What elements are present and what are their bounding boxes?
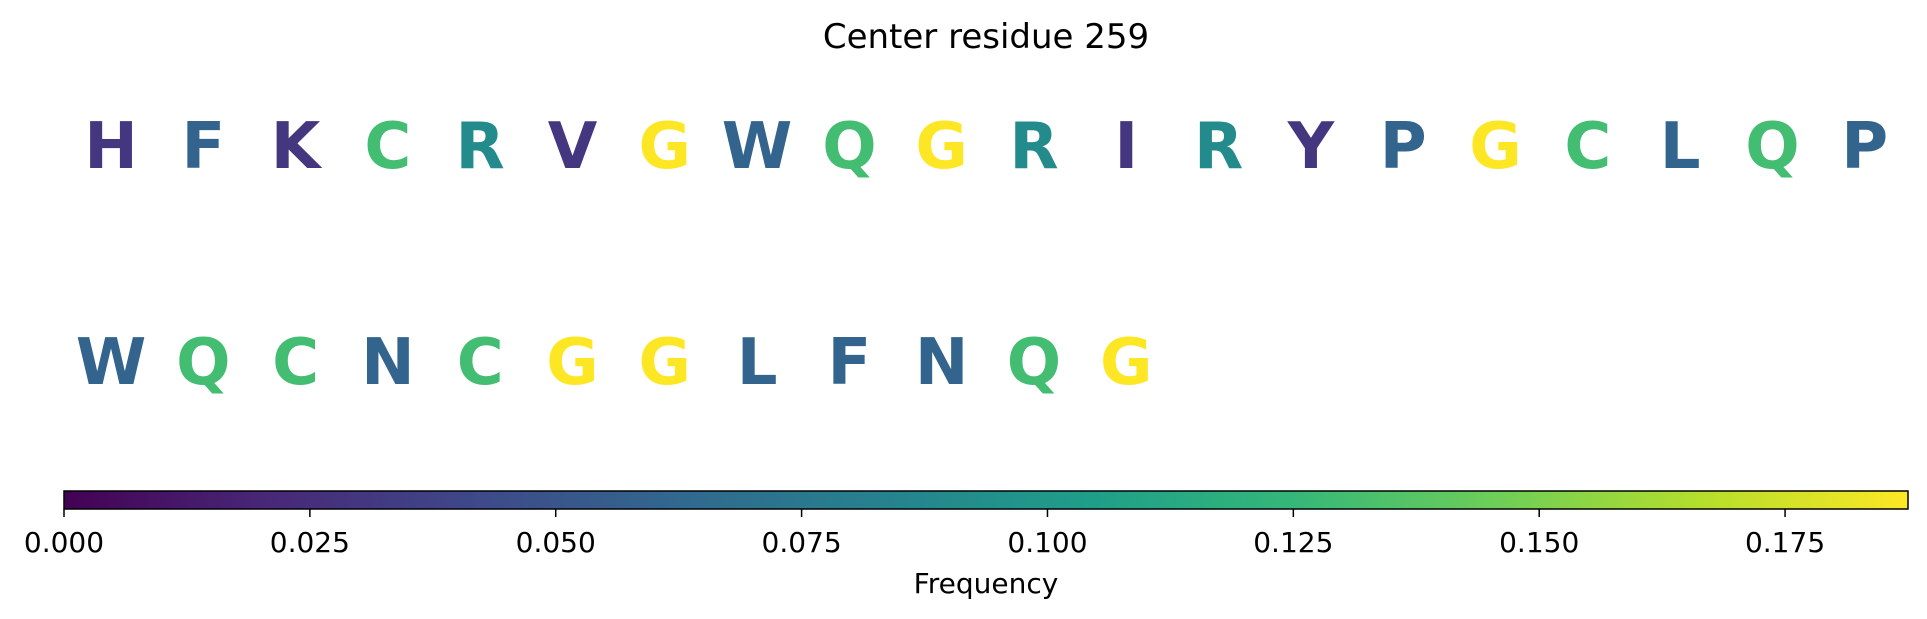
residue-letter: V — [548, 110, 598, 184]
residue-letter: L — [737, 326, 778, 400]
residue-letter: R — [1009, 110, 1058, 184]
residue-letter: Y — [1287, 110, 1335, 184]
colorbar: 0.000 0.025 0.050 0.075 0.100 0.125 0.150 0.175… — [24, 490, 1909, 600]
residue-letter: N — [915, 326, 969, 400]
colorbar-tick-label: 0.000 — [24, 526, 104, 559]
colorbar-ticks: 0.000 0.025 0.050 0.075 0.100 0.125 0.150 0.175 — [24, 509, 1825, 559]
residue-letter: I — [1114, 110, 1138, 184]
colorbar-tick-label: 0.025 — [270, 526, 350, 559]
residue-letter: G — [639, 110, 692, 184]
residue-letter: G — [639, 326, 692, 400]
colorbar-label: Frequency — [914, 567, 1059, 600]
residue-letter: K — [271, 110, 323, 184]
residue-letter: G — [1469, 110, 1522, 184]
residue-letter: H — [84, 110, 138, 184]
residue-letter: Q — [1745, 110, 1799, 184]
residue-letter: L — [1660, 110, 1701, 184]
colorbar-tick-label: 0.100 — [1007, 526, 1087, 559]
colorbar-gradient — [64, 491, 1908, 509]
residue-letter: G — [915, 110, 968, 184]
residue-letter: G — [1100, 326, 1153, 400]
residue-letter: N — [361, 326, 415, 400]
colorbar-tick-label: 0.075 — [762, 526, 842, 559]
chart-title: Center residue 259 — [823, 17, 1149, 57]
residue-letter: C — [457, 326, 504, 400]
residue-letter: C — [272, 326, 319, 400]
residue-letter: G — [546, 326, 599, 400]
residue-letter: P — [1380, 110, 1427, 184]
residue-letter: Q — [176, 326, 230, 400]
residue-letter: Q — [822, 110, 876, 184]
residue-letter: R — [456, 110, 505, 184]
residue-letter: P — [1841, 110, 1888, 184]
colorbar-outline — [63, 490, 1909, 510]
colorbar-tick-label: 0.050 — [516, 526, 596, 559]
colorbar-tick-label: 0.150 — [1499, 526, 1579, 559]
colorbar-tick-label: 0.125 — [1253, 526, 1333, 559]
residue-letter: F — [181, 110, 225, 184]
residue-letter: F — [828, 326, 872, 400]
colorbar-tick-label: 0.175 — [1745, 526, 1825, 559]
residue-letter: Q — [1007, 326, 1061, 400]
residue-letter: W — [76, 326, 147, 400]
residue-letter: R — [1194, 110, 1243, 184]
residue-letter: C — [364, 110, 411, 184]
residue-letter: W — [722, 110, 793, 184]
residue-letter: C — [1564, 110, 1611, 184]
